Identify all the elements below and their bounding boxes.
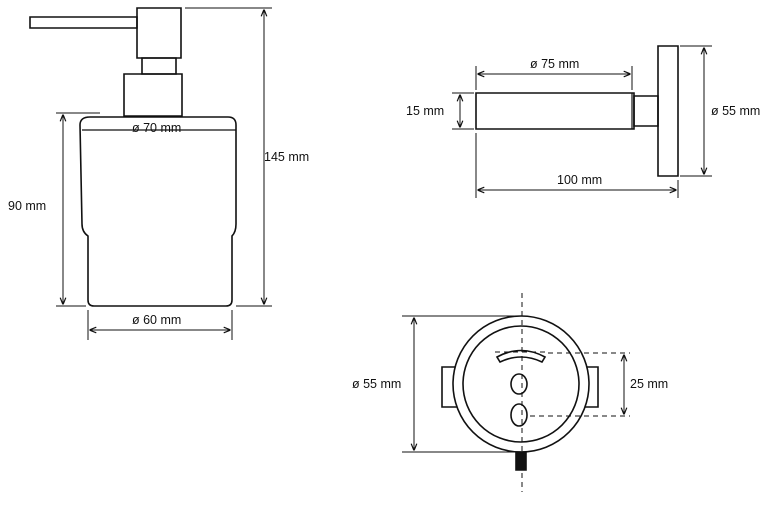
dispenser-pump-neck [142, 58, 176, 74]
dispenser-total-height-label: 145 mm [264, 150, 310, 164]
mount-hole-upper [511, 374, 527, 394]
holder-thickness-label: 15 mm [406, 104, 445, 118]
wall-mount-view [442, 316, 598, 470]
dispenser-pump-head [137, 8, 181, 58]
mount-outer-circle [453, 316, 589, 452]
holder-stem [634, 96, 658, 126]
mount-inner-circle [463, 326, 579, 442]
holder-side-view [476, 46, 678, 176]
mount-top-slot [497, 351, 545, 363]
holder-ring-diameter-label: ø 75 mm [530, 57, 580, 71]
mount-centerlines [495, 293, 630, 492]
dispenser-nozzle [30, 17, 137, 28]
dispenser-body-height-label: 90 mm [8, 199, 47, 213]
mount-set-screw [516, 452, 526, 470]
mount-hole-spacing-label: 25 mm [630, 377, 669, 391]
holder-flange [658, 46, 678, 176]
holder-ring [476, 93, 634, 129]
dispenser-top-diameter-label: ø 70 mm [132, 121, 182, 135]
dispenser-glass-body [80, 117, 236, 306]
holder-side-dimensions [452, 46, 712, 198]
mount-diameter-label: ø 55 mm [352, 377, 402, 391]
dispenser-dimensions [56, 8, 272, 340]
dispenser-collar [124, 74, 182, 116]
holder-flange-diameter-label: ø 55 mm [711, 104, 761, 118]
holder-depth-label: 100 mm [557, 173, 603, 187]
soap-dispenser-view [30, 8, 236, 306]
mount-dimensions [402, 316, 624, 452]
dispenser-bottom-diameter-label: ø 60 mm [132, 313, 182, 327]
mount-hole-lower [511, 404, 527, 426]
